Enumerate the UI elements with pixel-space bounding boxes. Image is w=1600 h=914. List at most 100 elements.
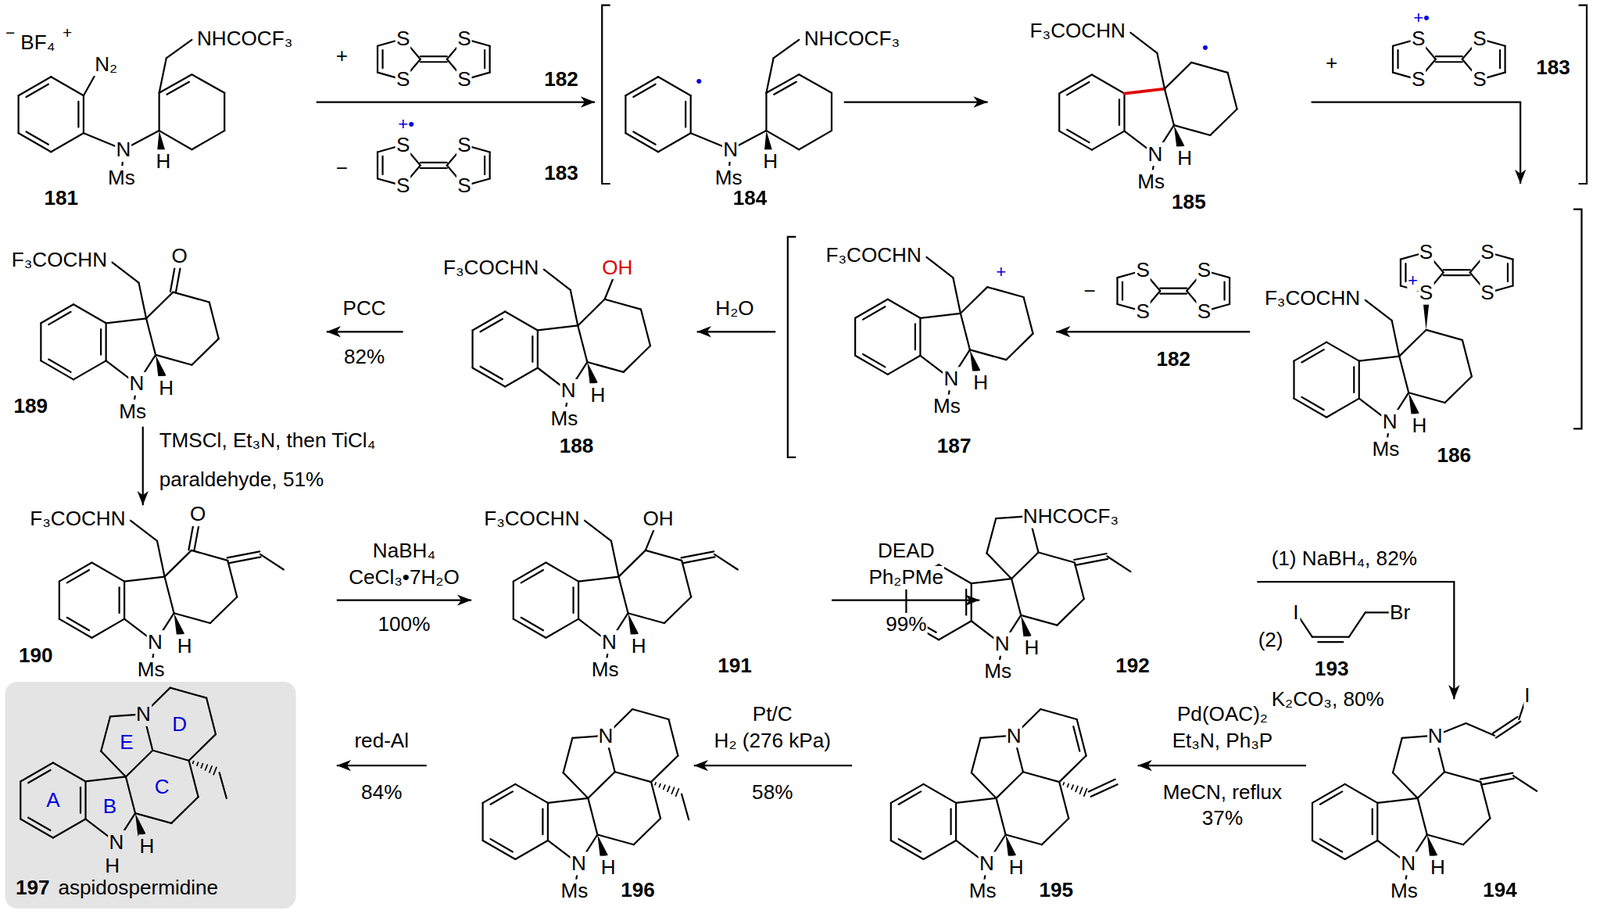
bond-line	[1503, 46, 1506, 73]
reaction-arrow	[1311, 102, 1522, 184]
bond-line	[1073, 726, 1080, 752]
bond-line	[158, 93, 161, 131]
bond-line	[714, 554, 738, 570]
atom-label: N	[107, 830, 125, 855]
bond-line	[1480, 781, 1490, 819]
bond-line	[923, 783, 956, 803]
atom-label: N	[570, 851, 588, 876]
bond-line	[1059, 781, 1069, 819]
bond-line	[1392, 320, 1400, 357]
bond-line	[690, 95, 692, 133]
bond-line	[971, 578, 1012, 584]
bond-line	[1077, 719, 1087, 756]
atom-label: I	[1292, 600, 1300, 624]
wedge-bond	[155, 354, 166, 378]
bond-line	[986, 553, 1012, 580]
bond-line	[1124, 89, 1165, 94]
atom-label: N	[722, 137, 739, 162]
bond-line	[640, 309, 651, 347]
bond-line	[570, 289, 579, 326]
atom-label: S	[456, 68, 473, 92]
wedge-bond	[628, 612, 639, 636]
bond-line	[624, 95, 627, 133]
reagent-text: H₂ (276 kPa)	[712, 729, 832, 753]
bond-line	[971, 737, 981, 773]
compound-number: 184	[731, 186, 768, 210]
bond-line	[174, 612, 211, 623]
bond-line	[898, 791, 921, 804]
charge-symbol: +	[61, 24, 74, 43]
compound-number: 182	[543, 68, 580, 92]
bond-line	[1011, 578, 1021, 616]
bond-line	[1174, 125, 1210, 136]
bond-line	[1059, 755, 1086, 783]
bond-line	[898, 838, 921, 852]
atom-label: S	[1418, 281, 1435, 305]
bond-line	[73, 360, 107, 380]
bond-line	[19, 780, 22, 819]
atom-label: S	[1479, 239, 1496, 264]
bond-line	[1417, 771, 1445, 799]
bond-line	[773, 82, 796, 95]
bond-line	[1066, 129, 1089, 143]
reagent-text: Pt/C	[751, 702, 794, 727]
bond-line	[191, 550, 228, 561]
bond-line	[919, 318, 921, 356]
bond-line	[1067, 783, 1070, 788]
bond-line	[651, 755, 678, 783]
atom-label: F₃COCHN	[483, 506, 581, 530]
bond-line	[971, 772, 997, 799]
bond-line	[205, 764, 208, 770]
atom-label: NHCOCF₃	[802, 27, 901, 51]
bond-line	[1075, 786, 1078, 792]
bond-line	[1023, 771, 1060, 782]
bond-line	[572, 587, 574, 613]
bond-line	[1435, 60, 1463, 63]
bond-line	[39, 322, 42, 361]
bond-line	[887, 299, 921, 319]
atom-label: S	[1418, 239, 1435, 264]
bond-line	[1091, 75, 1125, 94]
reaction-arrow	[844, 100, 988, 103]
bond-line	[587, 771, 615, 799]
bond-line	[541, 808, 544, 835]
reaction-arrow	[831, 599, 980, 602]
bracket	[1578, 5, 1587, 184]
bond-line	[118, 587, 121, 613]
wedge-bond	[135, 812, 146, 836]
bond-line	[26, 84, 49, 97]
bond-line	[798, 74, 832, 93]
atom-label: Ms	[983, 659, 1013, 684]
bond-line	[547, 802, 549, 841]
bond-line	[100, 715, 111, 751]
atom-label: S	[1410, 68, 1427, 92]
bond-line	[512, 581, 515, 620]
arrow-head	[1055, 325, 1071, 337]
bond-line	[1511, 259, 1514, 287]
wedge-bond	[1174, 125, 1185, 148]
reagent-text: 58%	[751, 780, 795, 804]
bond-line	[48, 359, 71, 373]
arrow-head	[326, 325, 341, 337]
bond-line	[67, 617, 90, 630]
atom-label: N	[1146, 143, 1164, 167]
atom-label: H	[629, 633, 647, 658]
bond-line	[1041, 818, 1069, 845]
bond-line	[515, 783, 548, 803]
arrow-head	[457, 594, 472, 605]
bond-line	[1465, 723, 1495, 736]
bond-line	[667, 786, 670, 792]
arrow-head	[137, 490, 149, 505]
bond-line	[376, 152, 379, 179]
bond-line	[597, 834, 634, 845]
bond-line	[1159, 292, 1187, 294]
bond-line	[1358, 361, 1361, 399]
bond-line	[658, 76, 691, 96]
reagent-text: 37%	[1201, 806, 1245, 831]
bond-line	[1326, 398, 1360, 418]
bond-line	[1123, 93, 1125, 132]
bond-line	[73, 304, 107, 323]
bond-line	[146, 318, 156, 355]
bond-line	[645, 550, 682, 561]
bond-line	[196, 762, 199, 766]
